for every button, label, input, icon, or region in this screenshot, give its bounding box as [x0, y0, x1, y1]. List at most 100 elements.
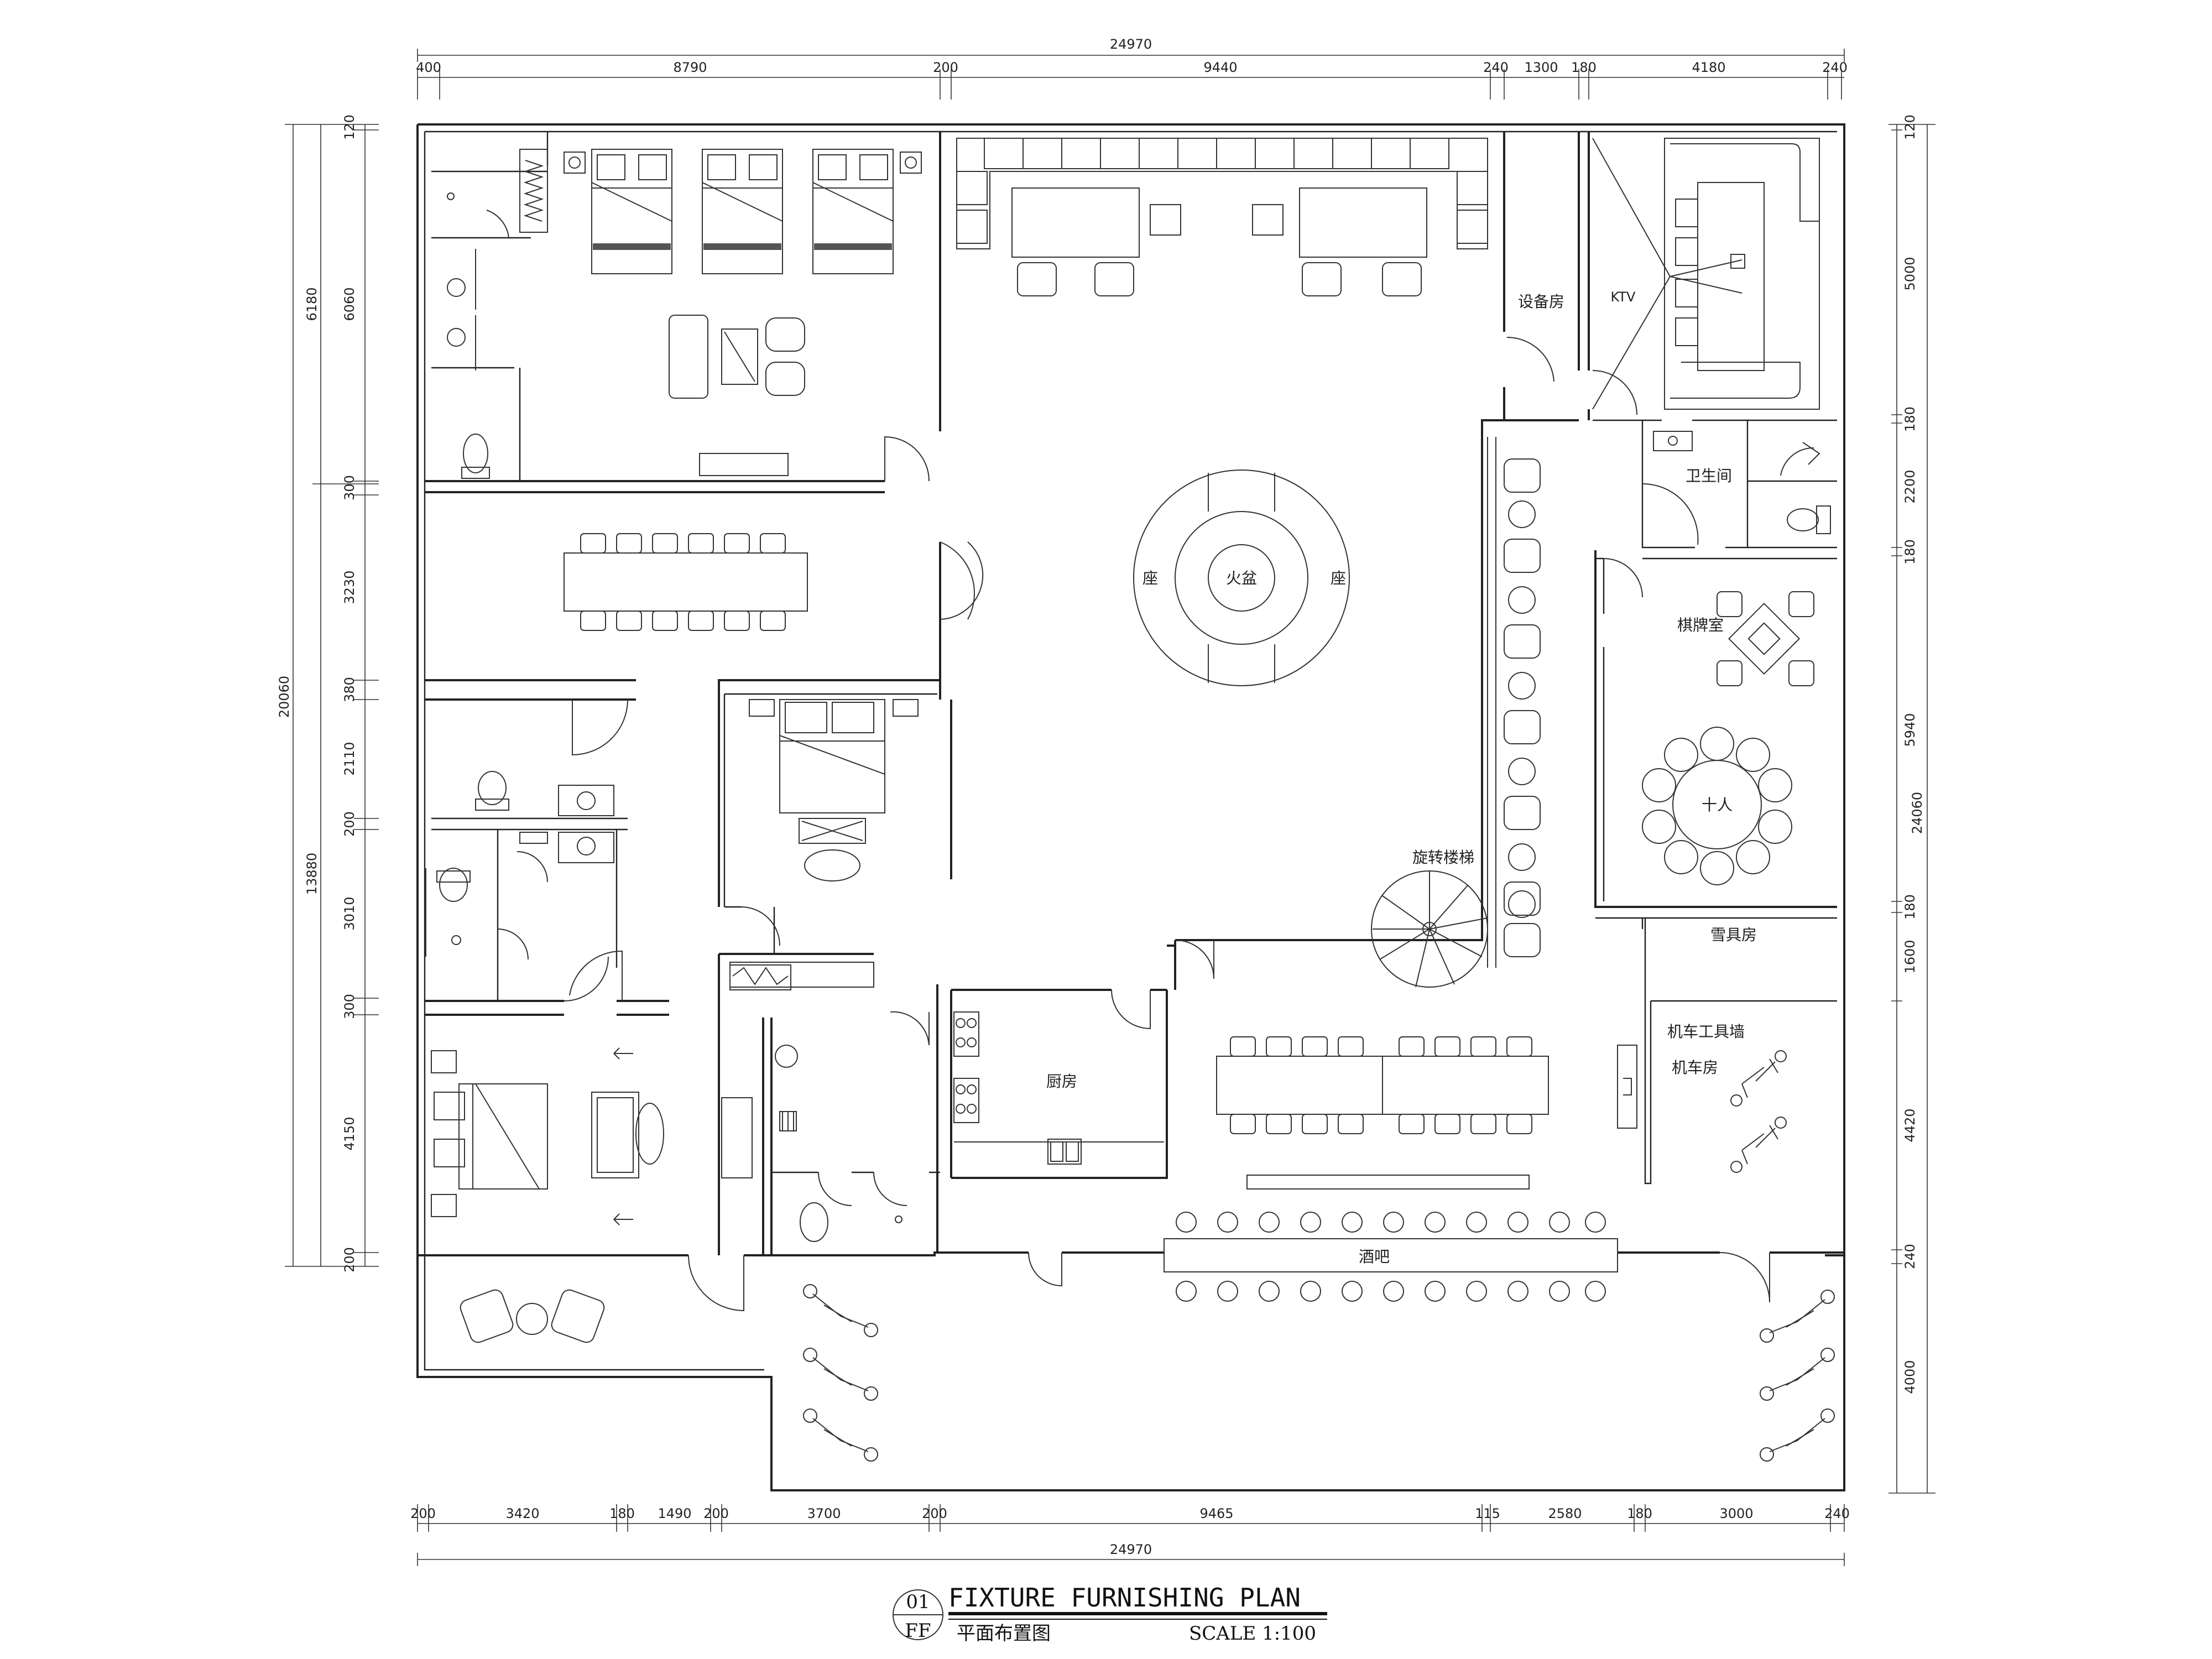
ktv-room [1592, 138, 1820, 410]
dim-left-upper: 6180 [304, 287, 320, 321]
bath-fixtures-topleft [447, 149, 548, 479]
dim-bottom-seg: 200 [410, 1506, 436, 1521]
dim-right-seg: 5940 [1902, 713, 1918, 747]
dim-right-seg: 120 [1902, 114, 1918, 140]
right-dimension-text: 120 5000 180 2200 180 5940 180 1600 4420… [1902, 114, 1925, 1394]
corridor-chairs [1487, 437, 1541, 968]
bottom-dimension-text: 200 3420 180 1490 200 3700 200 9465 115 … [410, 1506, 1850, 1557]
dim-left-seg: 3010 [342, 896, 357, 930]
room-label-bar: 酒吧 [1359, 1248, 1390, 1266]
dim-left-seg: 2110 [342, 742, 357, 775]
left-dimension-lines [285, 124, 379, 1267]
room-label-toilet: 卫生间 [1686, 467, 1732, 485]
dim-top-seg: 240 [1822, 60, 1848, 75]
room-label-moto: 机车房 [1672, 1058, 1718, 1077]
dim-left-total: 20060 [276, 676, 292, 718]
dim-left-seg: 380 [342, 677, 357, 702]
dim-right-seg: 1600 [1902, 940, 1918, 973]
dim-left-seg: 200 [342, 811, 357, 837]
title-scale: SCALE 1:100 [1189, 1623, 1316, 1645]
room-label-seat-left: 座 [1142, 569, 1158, 587]
fire-pit [1133, 469, 1350, 686]
dim-bottom-seg: 9465 [1199, 1506, 1233, 1521]
dim-right-seg: 180 [1902, 539, 1918, 565]
room-label-fire-pit: 火盆 [1226, 569, 1257, 587]
dim-top-seg: 180 [1571, 60, 1597, 75]
room-label-equipment: 设备房 [1518, 293, 1564, 311]
title-code: FF [905, 1620, 931, 1642]
bed-group-top [564, 149, 922, 476]
left-dimension-text: 20060 6180 13880 120 6060 300 3230 380 2… [276, 114, 357, 1272]
bath-fixtures-left-middle [425, 771, 614, 957]
dim-top-seg: 200 [933, 60, 958, 75]
dim-top-total: 24970 [1110, 36, 1152, 52]
kitchen-fittings [953, 1011, 1164, 1165]
dim-left-seg: 4150 [342, 1117, 357, 1150]
dim-right-seg: 180 [1902, 406, 1918, 432]
room-label-stairs: 旋转楼梯 [1412, 848, 1474, 867]
moto-room-items [1617, 1045, 1787, 1173]
motorcycles-outside [803, 1284, 1835, 1462]
dim-bottom-total: 24970 [1110, 1542, 1152, 1557]
dim-left-seg: 3230 [342, 570, 357, 604]
dim-left-seg: 120 [342, 114, 357, 140]
room-label-seat-right: 座 [1331, 569, 1346, 587]
dim-bottom-seg: 180 [609, 1506, 635, 1521]
dining-table-top [564, 533, 808, 631]
terrace-lounge [460, 1289, 605, 1343]
title-name-cn: 平面布置图 [957, 1623, 1051, 1645]
dim-right-seg: 4000 [1902, 1360, 1918, 1394]
bottom-dimension-lines [417, 1504, 1845, 1566]
dim-right-seg: 4420 [1902, 1108, 1918, 1142]
dim-top-seg: 8790 [673, 60, 707, 75]
bar-counter [1164, 1212, 1618, 1302]
dim-left-seg: 6060 [342, 287, 357, 321]
room-label-moto-wall: 机车工具墙 [1667, 1022, 1745, 1041]
chess-room [1642, 591, 1814, 885]
bedroom-bottom-left [431, 1047, 753, 1225]
dim-right-seg: 5000 [1902, 257, 1918, 290]
dim-left-seg: 300 [342, 994, 357, 1019]
dim-top-seg: 400 [416, 60, 441, 75]
dim-top-seg: 9440 [1203, 60, 1237, 75]
dim-bottom-seg: 240 [1824, 1506, 1850, 1521]
dim-right-seg: 2200 [1902, 469, 1918, 503]
spiral-stairs [1371, 870, 1488, 988]
dim-bottom-seg: 200 [922, 1506, 947, 1521]
dim-bottom-seg: 1490 [658, 1506, 691, 1521]
dim-top-seg: 1300 [1524, 60, 1558, 75]
bedroom-middle [729, 699, 919, 1242]
room-label-ktv: KTV [1611, 289, 1636, 305]
walls [416, 123, 1845, 1491]
room-label-ten-seat: 十人 [1702, 796, 1733, 814]
title-number: 01 [906, 1591, 930, 1613]
dim-bottom-seg: 3420 [505, 1506, 539, 1521]
dim-bottom-seg: 115 [1475, 1506, 1500, 1521]
dim-bottom-seg: 180 [1627, 1506, 1652, 1521]
room-label-chess: 棋牌室 [1677, 616, 1724, 634]
dining-table-bottom [1216, 1036, 1549, 1190]
dim-bottom-seg: 200 [703, 1506, 729, 1521]
top-dimension-text: 24970 400 8790 200 9440 240 1300 180 418… [416, 36, 1848, 75]
toilet-room [1653, 431, 1831, 534]
title-name-en: FIXTURE FURNISHING PLAN [948, 1583, 1301, 1613]
dim-right-seg: 180 [1902, 894, 1918, 920]
dim-left-seg: 200 [342, 1247, 357, 1272]
dim-right-seg: 240 [1902, 1244, 1918, 1269]
room-label-ski: 雪具房 [1710, 926, 1757, 944]
dim-bottom-seg: 3700 [807, 1506, 841, 1521]
dim-bottom-seg: 2580 [1548, 1506, 1582, 1521]
dim-bottom-seg: 3000 [1719, 1506, 1753, 1521]
doors [486, 210, 1814, 1312]
right-dimension-lines [1888, 124, 1936, 1494]
dim-right-total: 24060 [1910, 792, 1925, 834]
dim-left-seg: 300 [342, 475, 357, 500]
dim-top-seg: 240 [1483, 60, 1509, 75]
title-block [893, 1589, 1327, 1640]
dim-left-lower: 13880 [304, 853, 320, 895]
dim-top-seg: 4180 [1692, 60, 1725, 75]
top-dimension-lines [417, 49, 1845, 100]
room-label-kitchen: 厨房 [1046, 1072, 1077, 1091]
living-sofa-top [956, 138, 1488, 296]
